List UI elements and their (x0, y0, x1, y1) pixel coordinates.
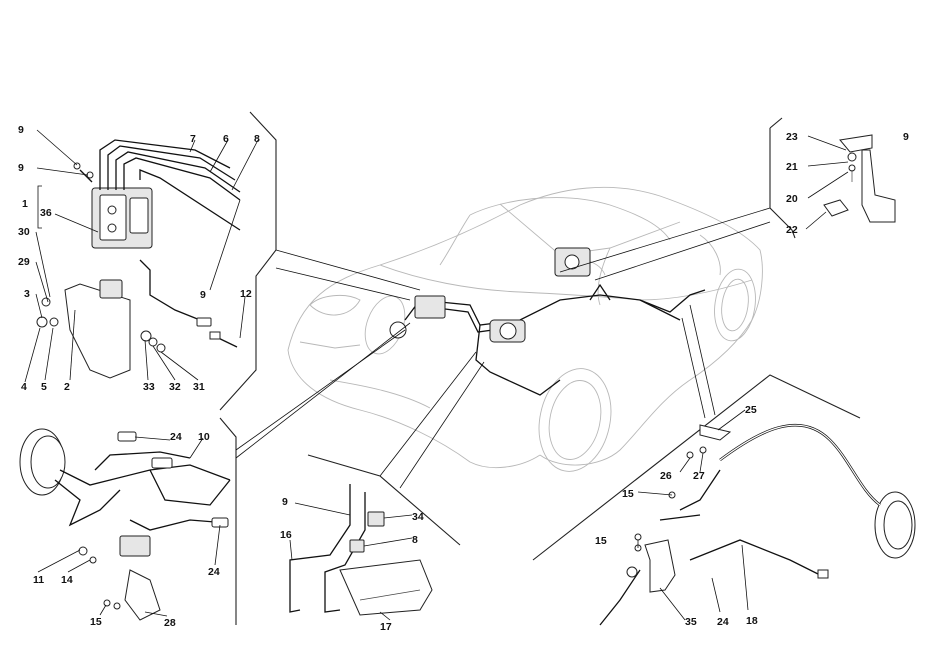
front-brake-lines-detail (19, 428, 231, 621)
bracket-detail (823, 134, 896, 223)
callout-7: 7 (190, 133, 196, 145)
callout-1: 1 (22, 198, 28, 210)
part-leader-lines (24, 129, 849, 621)
callout-14: 12 (240, 288, 252, 300)
callout-23: 22 (786, 224, 798, 236)
callout-9-top-right: 9 (903, 131, 909, 143)
callout-leader-lines (235, 207, 771, 489)
callout-13: 11 (33, 574, 44, 586)
callout-21: 21 (786, 161, 798, 173)
rear-brake-lines-detail (599, 423, 916, 626)
callout-25: 25 (745, 404, 757, 416)
callout-11: 9 (18, 162, 24, 174)
callout-15-right: 15 (622, 488, 634, 500)
callout-17: 17 (380, 621, 392, 633)
middle-pipes-detail (289, 484, 433, 616)
callout-9-center: 9 (282, 496, 288, 508)
callout-35: 35 (685, 616, 697, 628)
car-brake-lines (389, 247, 706, 396)
callout-15-lower: 15 (90, 616, 102, 628)
callout-10: 9 (18, 124, 24, 136)
callout-8: 8 (254, 133, 260, 145)
callout-18: 18 (746, 615, 758, 627)
callout-28: 28 (164, 617, 176, 629)
callout-20: 20 (786, 193, 798, 205)
callout-4: 4 (21, 381, 27, 393)
callout-6: 6 (223, 133, 229, 145)
callout-24-left: 24 (170, 431, 182, 443)
callout-34: 34 (412, 511, 424, 523)
callout-24-lower-left: 24 (208, 566, 220, 578)
callout-12: 10 (198, 431, 210, 443)
callout-22: 23 (786, 131, 798, 143)
abs-modulator-assembly (36, 139, 241, 379)
callout-9: 9 (200, 289, 206, 301)
callout-27: 27 (693, 470, 705, 482)
callout-8-center: 8 (412, 534, 418, 546)
callout-15-left: 14 (61, 574, 73, 586)
callout-15-right-lower: 15 (595, 535, 607, 547)
callout-3: 3 (24, 288, 30, 300)
callout-16: 16 (280, 529, 292, 541)
callout-numbers: 9 9 7 6 8 1 36 30 29 3 9 12 4 5 2 33 32 … (18, 124, 909, 633)
callout-2: 2 (64, 381, 70, 393)
callout-32: 32 (169, 381, 181, 393)
callout-31: 31 (193, 381, 205, 393)
callout-36: 36 (40, 207, 52, 219)
callout-5: 5 (41, 381, 47, 393)
callout-33: 33 (143, 381, 155, 393)
callout-30: 30 (18, 226, 30, 238)
callout-24-right: 24 (717, 616, 729, 628)
callout-26: 26 (660, 470, 672, 482)
callout-29: 29 (18, 256, 30, 268)
section-dividers (219, 111, 861, 625)
